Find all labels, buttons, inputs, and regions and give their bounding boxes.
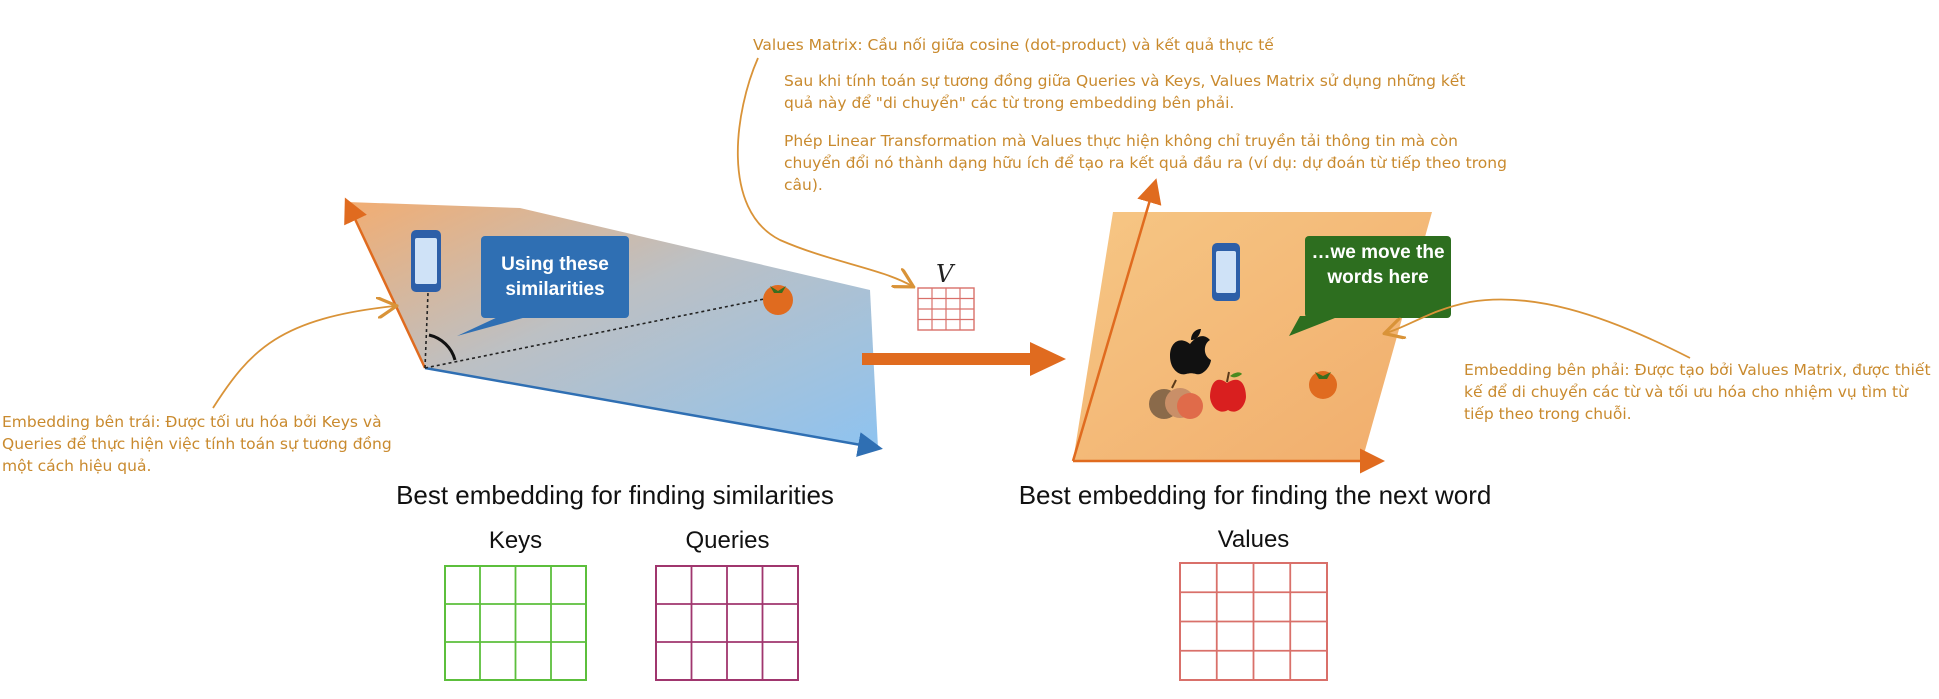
left-bubble-text: Using these similarities bbox=[501, 254, 609, 300]
right-embedding-annotation: Embedding bên phải: Được tạo bởi Values … bbox=[1464, 361, 1931, 423]
tomato-icon bbox=[1309, 371, 1337, 399]
values-note-connector bbox=[736, 57, 912, 286]
left-embedding-plane bbox=[344, 197, 883, 457]
left-y-axis bbox=[344, 197, 427, 369]
phone-icon bbox=[1212, 243, 1240, 301]
left-note-connector bbox=[212, 306, 395, 409]
phone-vector bbox=[424, 292, 429, 369]
values-matrix-annotation-p1: Sau khi tính toán sự tương đồng giữa Que… bbox=[784, 72, 1466, 112]
blue-speech-bubble bbox=[457, 236, 629, 336]
left-embedding-annotation: Embedding bên trái: Được tối ưu hóa bởi … bbox=[2, 413, 392, 475]
angle-arc bbox=[428, 333, 457, 361]
right-note-connector bbox=[1386, 298, 1691, 359]
apple-logo-icon bbox=[1170, 329, 1211, 375]
v-matrix bbox=[917, 287, 975, 331]
phone-icon bbox=[411, 230, 441, 292]
tomato-icon bbox=[763, 285, 793, 315]
queries-label: Queries bbox=[685, 527, 770, 554]
transform-arrow bbox=[862, 342, 1066, 376]
left-caption: Best embedding for finding similarities bbox=[396, 480, 834, 510]
green-speech-bubble bbox=[1289, 236, 1451, 336]
v-symbol: V bbox=[936, 260, 954, 288]
right-embedding-plane bbox=[1071, 178, 1432, 474]
tomato-vector bbox=[424, 296, 775, 369]
values-label: Values bbox=[1217, 526, 1290, 553]
mixed-apples-icon bbox=[1149, 379, 1203, 419]
values-matrix-annotation-p2: Phép Linear Transformation mà Values thự… bbox=[784, 132, 1507, 194]
keys-matrix bbox=[444, 565, 587, 681]
keys-label: Keys bbox=[488, 527, 543, 554]
left-x-axis bbox=[424, 366, 883, 457]
right-bubble-text: …we move the words here bbox=[1311, 242, 1445, 288]
values-matrix-annotation-title: Values Matrix: Cầu nối giữa cosine (dot-… bbox=[753, 36, 1274, 54]
red-apple-icon bbox=[1210, 371, 1246, 412]
right-y-axis bbox=[1071, 178, 1162, 462]
queries-matrix bbox=[655, 565, 799, 681]
right-caption: Best embedding for finding the next word bbox=[1018, 480, 1492, 510]
values-matrix bbox=[1179, 562, 1328, 681]
